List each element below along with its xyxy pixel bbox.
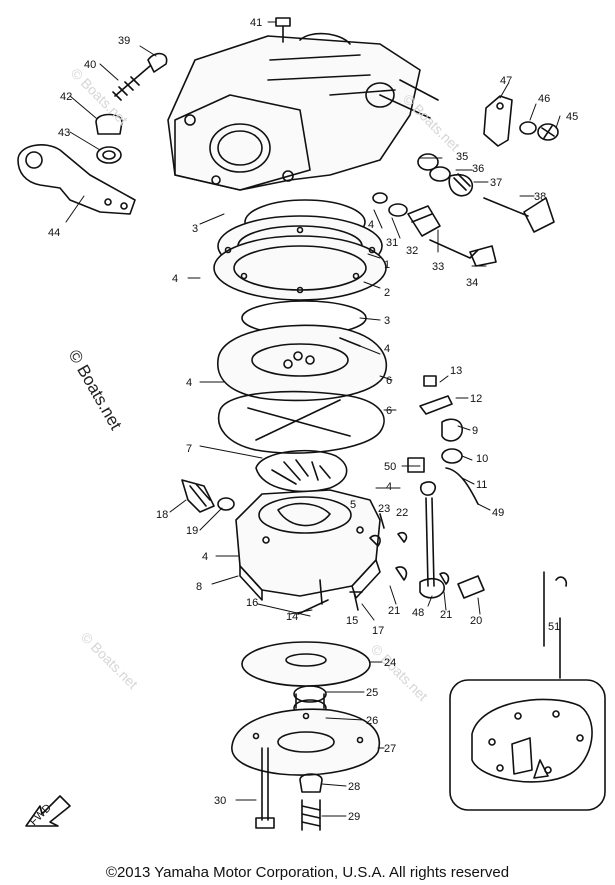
callout: 18 xyxy=(156,509,168,521)
watermark-text: © Boats.net xyxy=(400,91,463,154)
detail-inset xyxy=(449,571,606,811)
drain-plug xyxy=(299,773,323,831)
callout: 4 xyxy=(202,551,208,563)
callout: 32 xyxy=(406,245,418,257)
copyright-footer: ©2013 Yamaha Motor Corporation, U.S.A. A… xyxy=(105,864,510,881)
metering-lever-parts xyxy=(407,375,479,599)
callout: 34 xyxy=(466,277,478,289)
fwd-arrow-icon xyxy=(25,795,71,827)
callout: 10 xyxy=(476,453,488,465)
diaphragm-cover xyxy=(217,324,388,402)
exploded-parts-diagram: © Boats.net © Boats.net © Boats.net © Bo… xyxy=(17,17,606,831)
callout: 4 xyxy=(186,377,192,389)
long-screw xyxy=(255,747,275,829)
callout: 3 xyxy=(384,315,390,327)
callout: 47 xyxy=(500,75,512,87)
callout: 5 xyxy=(350,499,356,511)
callout: 6 xyxy=(386,375,392,387)
inlet-fitting xyxy=(181,479,485,599)
callout: 45 xyxy=(566,111,578,123)
callout: 43 xyxy=(58,127,70,139)
callout: 27 xyxy=(384,743,396,755)
callout: 4 xyxy=(386,481,392,493)
callout: 28 xyxy=(348,781,360,793)
shaft-assembly xyxy=(417,153,555,233)
callout: 3 xyxy=(192,223,198,235)
gasket-stack-upper xyxy=(213,199,387,336)
callout: 25 xyxy=(366,687,378,699)
callout: 9 xyxy=(472,425,478,437)
idle-screw xyxy=(112,52,168,101)
callout: 6 xyxy=(386,405,392,417)
callout: 24 xyxy=(384,657,396,669)
callout: 4 xyxy=(368,219,374,231)
callout: 21 xyxy=(440,609,452,621)
callout: 15 xyxy=(346,615,358,627)
carburetor-body xyxy=(167,32,439,191)
callout: 11 xyxy=(476,479,487,491)
callout: 44 xyxy=(48,227,60,239)
callout: 20 xyxy=(470,615,482,627)
throttle-lever xyxy=(17,144,136,215)
bottom-cover xyxy=(231,708,380,776)
callout: 38 xyxy=(534,191,546,203)
callout: 23 xyxy=(378,503,390,515)
main-body xyxy=(235,489,381,601)
pump-gasket xyxy=(217,390,385,454)
callout: 2 xyxy=(384,287,390,299)
callout: 4 xyxy=(384,343,390,355)
callout: 51 xyxy=(548,621,560,633)
callout: 29 xyxy=(348,811,360,823)
plug-and-washer xyxy=(95,113,123,164)
right-side-parts xyxy=(483,95,559,147)
callout: 26 xyxy=(366,715,378,727)
callout: 35 xyxy=(456,151,468,163)
needle-parts xyxy=(372,192,497,267)
callout: 16 xyxy=(246,597,258,609)
callout: 21 xyxy=(388,605,400,617)
callout: 30 xyxy=(214,795,226,807)
callout: 4 xyxy=(172,273,178,285)
callout: 22 xyxy=(396,507,408,519)
callout: 42 xyxy=(60,91,72,103)
callout: 17 xyxy=(372,625,384,637)
callout: 12 xyxy=(470,393,482,405)
pump-diaphragm xyxy=(255,449,348,493)
callout: 41 xyxy=(250,17,262,29)
callout: 46 xyxy=(538,93,550,105)
callout: 19 xyxy=(186,525,198,537)
callout: 14 xyxy=(286,611,298,623)
callout: 1 xyxy=(384,259,390,271)
callout: 8 xyxy=(196,581,202,593)
callout: 37 xyxy=(490,177,502,189)
callout-labels: 1 2 3 3 4 4 4 4 4 4 5 6 6 7 8 9 10 11 12… xyxy=(48,17,578,823)
callout: 49 xyxy=(492,507,504,519)
callout: 40 xyxy=(84,59,96,71)
watermark-text: © Boats.net xyxy=(78,629,141,692)
callout: 36 xyxy=(472,163,484,175)
callout: 33 xyxy=(432,261,444,273)
callout: 13 xyxy=(450,365,462,377)
leader-lines xyxy=(65,21,561,817)
watermark-main: © Boats.net xyxy=(65,347,126,434)
callout: 48 xyxy=(412,607,424,619)
callout: 7 xyxy=(186,443,192,455)
metering-diaphragm xyxy=(241,641,371,687)
watermark-text: © Boats.net xyxy=(68,65,131,128)
callout: 31 xyxy=(386,237,398,249)
callout: 39 xyxy=(118,35,130,47)
callout: 50 xyxy=(384,461,396,473)
